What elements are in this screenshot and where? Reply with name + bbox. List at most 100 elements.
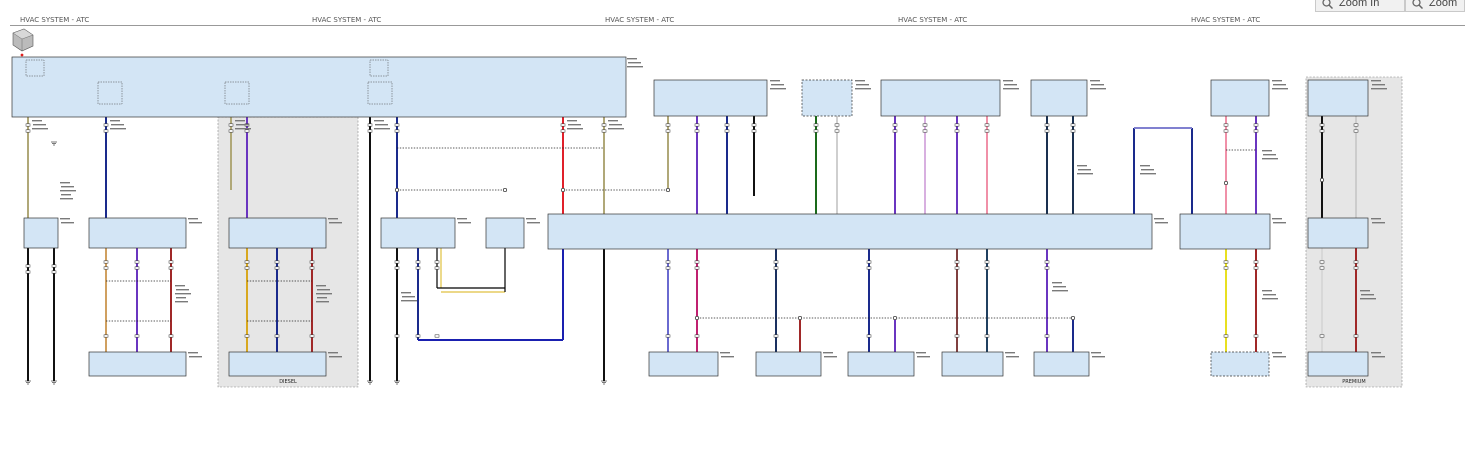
connector-pin <box>434 260 440 264</box>
connector-pin <box>394 129 400 133</box>
wire-label <box>375 124 388 126</box>
module-label <box>721 356 734 358</box>
splice-label <box>61 186 74 188</box>
zoom-in-button[interactable]: Zoom In <box>1315 0 1405 12</box>
sensor-label <box>1090 80 1100 82</box>
module-label <box>328 218 338 220</box>
connector-pin <box>244 260 250 264</box>
wire-label <box>235 120 245 122</box>
connector-pin <box>434 266 440 270</box>
page-header-2: HVAC SYSTEM - ATC <box>312 16 382 24</box>
connector-pin <box>415 260 421 264</box>
premium-module-box <box>1307 217 1369 249</box>
splice-label <box>60 198 73 200</box>
splice-point <box>892 315 898 321</box>
connector-pin <box>773 260 779 264</box>
connector-pin <box>1223 260 1229 264</box>
connector-pin <box>834 129 840 133</box>
connector-pin <box>1044 123 1050 127</box>
page-header-5: HVAC SYSTEM - ATC <box>1191 16 1261 24</box>
connector-pin <box>866 334 872 338</box>
connector-pin <box>1044 334 1050 338</box>
blower-box <box>380 217 456 249</box>
connector-pin <box>25 264 31 268</box>
section-label-diesel: DIESEL <box>279 379 297 385</box>
connector-pin <box>134 334 140 338</box>
splice-point <box>694 315 700 321</box>
sensor-box-1 <box>653 79 768 117</box>
sensor-box-2 <box>801 79 853 117</box>
connector-pin <box>1044 129 1050 133</box>
connector-pin <box>694 129 700 133</box>
connector-pin <box>813 123 819 127</box>
connector-pin <box>1319 260 1325 264</box>
connector-pin <box>1353 334 1359 338</box>
module-label <box>189 222 202 224</box>
connector-pin <box>228 123 234 127</box>
sensor-label <box>1003 80 1013 82</box>
connector-pin <box>309 334 315 338</box>
option-label <box>317 289 330 291</box>
page-header-1: HVAC SYSTEM - ATC <box>20 16 90 24</box>
hvac-module-box <box>11 56 627 118</box>
connector-pin <box>394 260 400 264</box>
magnifier-icon <box>1322 0 1333 9</box>
sensor-box-3 <box>880 79 1001 117</box>
wire-label <box>1262 158 1278 160</box>
zoom-out-label: Zoom <box>1429 0 1458 9</box>
connector-pin <box>244 334 250 338</box>
wire-label <box>1077 173 1093 175</box>
module-label <box>1273 222 1286 224</box>
module-label <box>188 352 198 354</box>
wire-label <box>401 292 411 294</box>
connector-pin <box>25 123 31 127</box>
option-label <box>175 285 185 287</box>
module-label <box>526 218 536 220</box>
wire-label <box>110 128 126 130</box>
sensor-label <box>1090 88 1106 90</box>
sensor-label <box>1273 84 1286 86</box>
zoom-in-label: Zoom In <box>1339 0 1380 9</box>
connector-pin <box>1319 266 1325 270</box>
battery-icon <box>12 28 34 57</box>
connector-pin <box>954 334 960 338</box>
module-label <box>329 222 342 224</box>
connector-pin <box>274 260 280 264</box>
sensor-label <box>1272 88 1288 90</box>
sensor-label <box>770 88 786 90</box>
module-box-b <box>88 217 187 249</box>
module-label <box>1091 352 1101 354</box>
option-label <box>175 301 188 303</box>
connector-pin <box>1044 266 1050 270</box>
option-label <box>316 285 326 287</box>
connector-pin <box>274 266 280 270</box>
fuse-block <box>369 59 389 77</box>
module-label <box>60 218 70 220</box>
wire-label <box>1262 290 1272 292</box>
connector-pin <box>954 260 960 264</box>
module-label <box>823 352 833 354</box>
connector-pin <box>665 260 671 264</box>
connector-pin <box>1223 129 1229 133</box>
wire-label <box>568 124 581 126</box>
zoom-out-button[interactable]: Zoom <box>1405 0 1465 12</box>
connector-pin <box>434 334 440 338</box>
connector-pin <box>1044 260 1050 264</box>
sensor-label <box>856 84 869 86</box>
wire-label <box>1361 294 1374 296</box>
connector-pin <box>274 334 280 338</box>
module-label <box>627 66 643 68</box>
connector-pin <box>601 129 607 133</box>
splice-point <box>560 187 566 193</box>
connector-pin <box>665 334 671 338</box>
module-label <box>916 352 926 354</box>
connector-pin <box>1319 129 1325 133</box>
wire-label <box>1360 298 1376 300</box>
splice-label <box>60 190 76 192</box>
wire-label <box>609 124 622 126</box>
connector-pin <box>103 266 109 270</box>
module-label <box>1273 356 1286 358</box>
connector-pin <box>1253 334 1259 338</box>
connector-pin <box>25 129 31 133</box>
